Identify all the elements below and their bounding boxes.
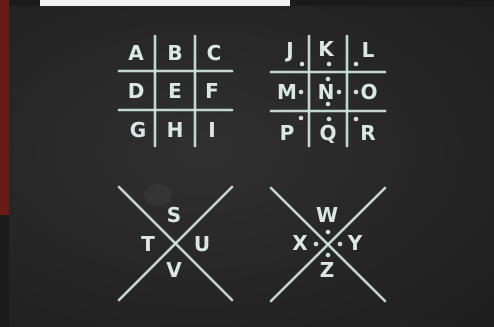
grid-dotted-letter: N — [318, 80, 335, 104]
cipher-dot — [299, 116, 304, 121]
grid-plain-letter: I — [208, 118, 215, 142]
cipher-dot — [326, 253, 331, 258]
grid-dotted-letter: R — [360, 121, 375, 145]
cipher-dot — [299, 90, 304, 95]
grid-dotted-letter: K — [318, 37, 335, 61]
x-plain-letter: V — [166, 258, 182, 282]
grid-dotted-letter: O — [360, 80, 377, 104]
grid-dotted-letter: M — [277, 80, 297, 104]
x-plain-letter: S — [167, 203, 181, 227]
cipher-dot — [338, 242, 343, 247]
cipher-dot — [327, 117, 332, 122]
grid-plain-letter: E — [168, 79, 182, 103]
grid-plain-letter: B — [167, 41, 182, 65]
x-dotted-letter: Z — [320, 258, 335, 282]
x-dotted-letter: X — [292, 231, 308, 255]
cipher-dot — [354, 117, 359, 122]
x-plain-letter: T — [141, 232, 155, 256]
grid-plain-letter: D — [128, 79, 145, 103]
cipher-dot — [326, 230, 331, 235]
cipher-dot — [354, 90, 359, 95]
x-plain: S T U V — [119, 187, 232, 300]
grid-plain-letter: F — [205, 79, 219, 103]
cipher-dot — [354, 62, 359, 67]
grid-plain: A B C D E F G H I — [119, 36, 232, 146]
x-dotted-letter: Y — [347, 231, 363, 255]
grid-plain-letter: G — [130, 118, 146, 142]
cipher-dot — [314, 242, 319, 247]
grid-plain-letter: C — [207, 41, 222, 65]
x-dotted: W X Y Z — [271, 188, 385, 301]
cipher-dot — [326, 102, 331, 107]
x-plain-letter: U — [194, 232, 210, 256]
grid-dotted-letter: Q — [319, 121, 336, 145]
grid-plain-letter: A — [128, 41, 144, 65]
grid-dotted: J K L M N O P Q R — [271, 36, 385, 146]
cipher-dot — [326, 77, 331, 82]
grid-dotted-letter: L — [362, 38, 375, 62]
cipher-dot — [300, 62, 305, 67]
grid-dotted-letter: P — [280, 121, 295, 145]
cipher-dot — [327, 62, 332, 67]
grid-dotted-letter: J — [284, 38, 293, 62]
grid-plain-letter: H — [167, 118, 184, 142]
x-dotted-letter: W — [316, 203, 338, 227]
cipher-dot — [337, 90, 342, 95]
